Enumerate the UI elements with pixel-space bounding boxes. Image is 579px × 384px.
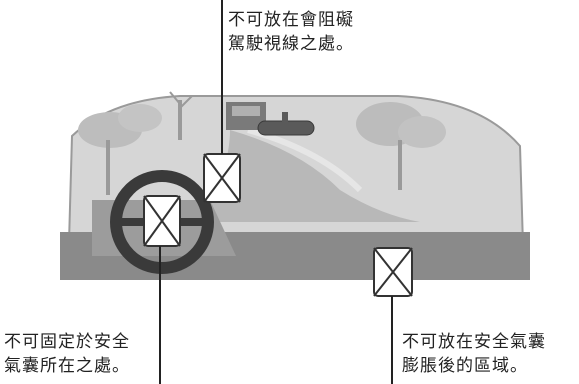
prohibited-device-icon xyxy=(203,153,241,203)
caption-right-line-1: 不可放在安全氣囊 xyxy=(402,332,546,352)
car-ahead-icon xyxy=(226,102,266,130)
caption-top-line-2: 駕駛視線之處。 xyxy=(228,34,354,54)
caption-right-line-2: 膨脹後的區域。 xyxy=(402,356,528,376)
tree-left-icon xyxy=(78,91,193,195)
prohibited-device-icon xyxy=(143,195,181,247)
rearview-mirror-icon xyxy=(257,120,315,136)
road xyxy=(200,130,420,222)
caption-left-line-1: 不可固定於安全 xyxy=(4,332,130,352)
caption-top-line-1: 不可放在會阻礙 xyxy=(228,10,354,30)
caption-left: 不可固定於安全 氣囊所在之處。 xyxy=(4,330,130,378)
tree-right-icon xyxy=(356,102,446,190)
caption-left-line-2: 氣囊所在之處。 xyxy=(4,356,130,376)
caption-top: 不可放在會阻礙 駕駛視線之處。 xyxy=(228,8,354,56)
caption-right: 不可放在安全氣囊 膨脹後的區域。 xyxy=(402,330,546,378)
prohibited-device-icon xyxy=(373,247,413,297)
